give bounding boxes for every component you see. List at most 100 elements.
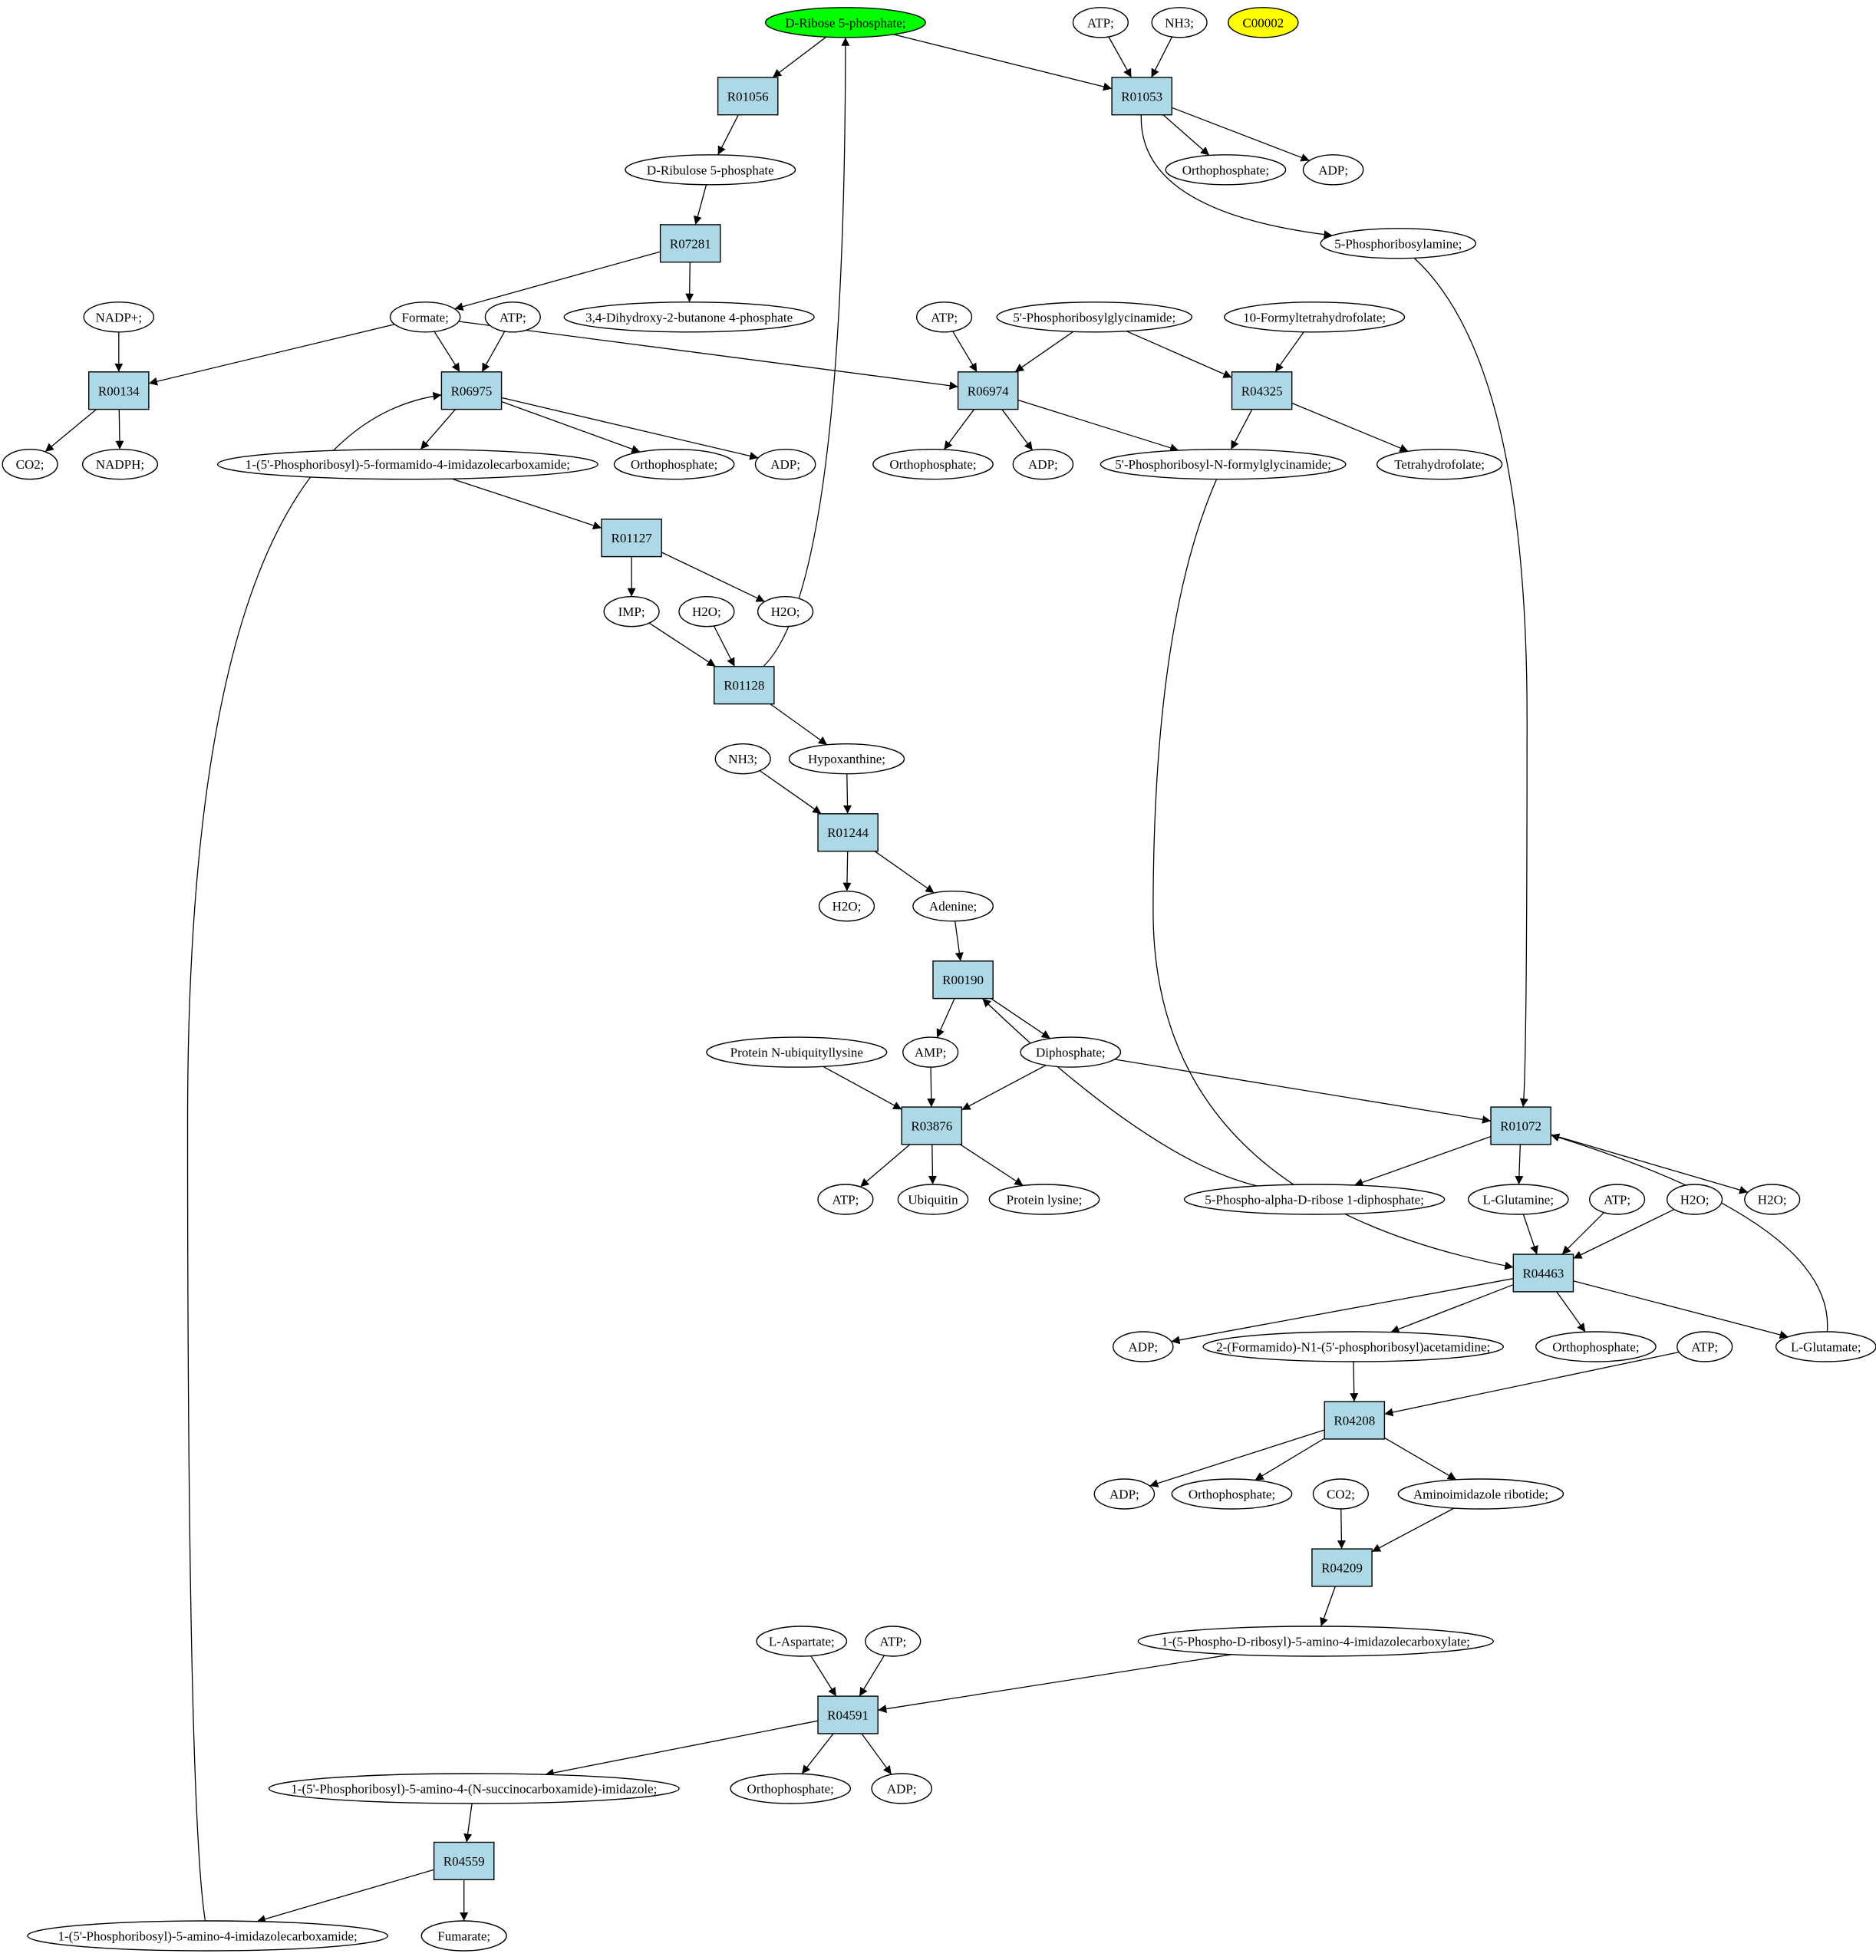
compound-node-fgar[interactable]: 5'-Phosphoribosyl-N-formylglycinamide; [1100,449,1347,480]
compound-node-atp-6974[interactable]: ATP; [915,301,973,333]
compound-node-h2o-1127[interactable]: H2O; [757,596,814,628]
compound-node-aspartate[interactable]: L-Aspartate; [756,1626,848,1657]
reaction-node-r04559[interactable]: R04559 [433,1841,495,1880]
compound-node-air[interactable]: Aminoimidazole ribotide; [1397,1478,1564,1510]
compound-node-phosphoribosylamine[interactable]: 5-Phosphoribosylamine; [1320,228,1477,259]
compound-node-atp-4463[interactable]: ATP; [1589,1184,1646,1215]
reaction-node-r01244[interactable]: R01244 [817,813,879,852]
compound-node-h2o-1128[interactable]: H2O; [678,596,735,628]
compound-node-glutamate[interactable]: L-Glutamate; [1775,1331,1876,1362]
compound-node-orthophosphate-1053[interactable]: Orthophosphate; [1165,154,1287,186]
compound-node-co2-0134[interactable]: CO2; [2,449,58,480]
compound-node-formylthf[interactable]: 10-Formyltetrahydrofolate; [1223,301,1406,333]
compound-node-saicar[interactable]: 1-(5'-Phosphoribosyl)-5-amino-4-(N-succi… [268,1773,680,1804]
compound-ellipse [1677,1331,1733,1362]
reaction-node-r06974[interactable]: R06974 [957,371,1019,410]
reaction-node-r04209[interactable]: R04209 [1311,1548,1373,1587]
compound-node-adp-4208[interactable]: ADP; [1093,1478,1156,1510]
compound-node-ribose5p[interactable]: D-Ribose 5-phosphate; [764,7,926,38]
compound-node-adp-4591[interactable]: ADP; [871,1773,932,1804]
reaction-label: R00134 [98,384,140,398]
compound-node-nh3-1244[interactable]: NH3; [714,743,771,775]
reaction-node-r07281[interactable]: R07281 [659,224,721,263]
compound-node-aicar[interactable]: 1-(5'-Phosphoribosyl)-5-amino-4-imidazol… [27,1920,389,1952]
compound-node-ubiquitin[interactable]: Ubiquitin [897,1184,969,1215]
compound-node-atp-4591[interactable]: ATP; [865,1626,922,1657]
compound-node-c00002[interactable]: C00002 [1228,7,1299,38]
compound-node-fumarate[interactable]: Fumarate; [420,1920,507,1952]
compound-node-co2-4209[interactable]: CO2; [1312,1478,1370,1510]
compound-node-atp-6975[interactable]: ATP; [484,301,541,333]
compound-node-h2o-4463[interactable]: H2O; [1667,1184,1723,1215]
compound-node-h2o-1072[interactable]: H2O; [1744,1184,1801,1215]
compound-node-adp-6975[interactable]: ADP; [754,449,816,480]
edge-faicar-to-R01127 [451,478,602,530]
edge-formylthf-to-R04325 [1274,331,1304,373]
reaction-node-r04325[interactable]: R04325 [1231,371,1293,410]
edge-R01072-to-glutamine [1515,1144,1524,1185]
compound-ellipse [706,1036,888,1068]
compound-node-protein-ubiq[interactable]: Protein N-ubiquityllysine [706,1036,888,1068]
reaction-node-r01053[interactable]: R01053 [1111,77,1172,116]
compound-node-prpp[interactable]: 5-Phospho-alpha-D-ribose 1-diphosphate; [1183,1184,1446,1215]
compound-node-ribulose5p[interactable]: D-Ribulose 5-phosphate [625,154,796,186]
compound-node-thf[interactable]: Tetrahydrofolate; [1376,449,1503,480]
compound-node-cair[interactable]: 1-(5-Phospho-D-ribosyl)-5-amino-4-imidaz… [1137,1626,1495,1657]
reaction-node-r04591[interactable]: R04591 [817,1695,879,1734]
compound-node-orthophosphate-6974[interactable]: Orthophosphate; [872,449,994,480]
compound-node-orthophosphate-6975[interactable]: Orthophosphate; [613,449,735,480]
compound-node-imp[interactable]: IMP; [603,596,660,628]
compound-label: Diphosphate; [1036,1046,1106,1060]
edge-R07281-to-formate [454,251,661,311]
compound-ellipse [902,1036,959,1068]
compound-node-orthophosphate-4591[interactable]: Orthophosphate; [730,1773,852,1804]
compound-node-butanone4p[interactable]: 3,4-Dihydroxy-2-butanone 4-phosphate [563,301,815,333]
compound-node-nadph[interactable]: NADPH; [81,449,159,480]
edge-ribulose5p-to-R07281 [693,184,707,226]
compound-ellipse [1093,1478,1156,1510]
compound-node-atp-3876[interactable]: ATP; [817,1184,874,1215]
reaction-node-r06975[interactable]: R06975 [440,371,503,410]
compound-node-h2o-1244[interactable]: H2O; [818,890,875,922]
compound-node-fgam[interactable]: 2-(Formamido)-N1-(5'-phosphoribosyl)acet… [1202,1331,1504,1362]
edge-R03876-to-protein_lysine [960,1144,1024,1187]
compound-node-nh3-top[interactable]: NH3; [1151,7,1208,38]
reaction-node-r01127[interactable]: R01127 [601,519,662,558]
compound-label: 1-(5'-Phosphoribosyl)-5-amino-4-imidazol… [58,1929,358,1944]
compound-label: 3,4-Dihydroxy-2-butanone 4-phosphate [585,310,793,324]
compound-node-atp-4208[interactable]: ATP; [1677,1331,1733,1362]
compound-node-nadp[interactable]: NADP+; [83,301,155,333]
reaction-box [901,1106,963,1145]
compound-ellipse [613,449,735,480]
compound-ellipse [268,1773,680,1804]
compound-node-diphosphate[interactable]: Diphosphate; [1020,1036,1122,1068]
reaction-node-r03876[interactable]: R03876 [901,1106,963,1145]
compound-ellipse [1012,449,1074,480]
compound-ellipse [1113,1331,1174,1362]
edge-glutamine-to-R04463 [1522,1214,1538,1255]
edge-prpp-to-R00190 [981,998,1258,1187]
reaction-node-r01072[interactable]: R01072 [1490,1106,1551,1145]
reaction-node-r04463[interactable]: R04463 [1512,1253,1574,1293]
compound-node-gar[interactable]: 5'-Phosphoribosylglycinamide; [996,301,1193,333]
reaction-node-r00134[interactable]: R00134 [87,371,150,410]
compound-node-protein-lysine[interactable]: Protein lysine; [988,1184,1100,1215]
compound-node-orthophosphate-4208[interactable]: Orthophosphate; [1171,1478,1293,1510]
reaction-node-r00190[interactable]: R00190 [932,960,994,1000]
compound-node-adp-6974[interactable]: ADP; [1012,449,1074,480]
compound-node-amp[interactable]: AMP; [902,1036,959,1068]
reaction-label: R04463 [1522,1267,1564,1281]
compound-node-formate[interactable]: Formate; [389,301,461,333]
compound-node-faicar[interactable]: 1-(5'-Phosphoribosyl)-5-formamido-4-imid… [216,449,598,480]
compound-node-glutamine[interactable]: L-Glutamine; [1467,1184,1569,1215]
compound-node-orthophosphate-4463[interactable]: Orthophosphate; [1535,1331,1657,1362]
reaction-node-r04208[interactable]: R04208 [1324,1401,1386,1440]
compound-node-adp-4463[interactable]: ADP; [1113,1331,1174,1362]
reaction-node-r01056[interactable]: R01056 [717,77,779,116]
compound-node-atp-top[interactable]: ATP; [1072,7,1129,38]
compound-node-adp-1053[interactable]: ADP; [1302,154,1364,186]
compound-node-adenine[interactable]: Adenine; [912,890,994,922]
reaction-node-r01128[interactable]: R01128 [714,666,775,705]
edge-saicar-to-R04559 [463,1803,473,1843]
compound-node-hypoxanthine[interactable]: Hypoxanthine; [788,743,905,775]
